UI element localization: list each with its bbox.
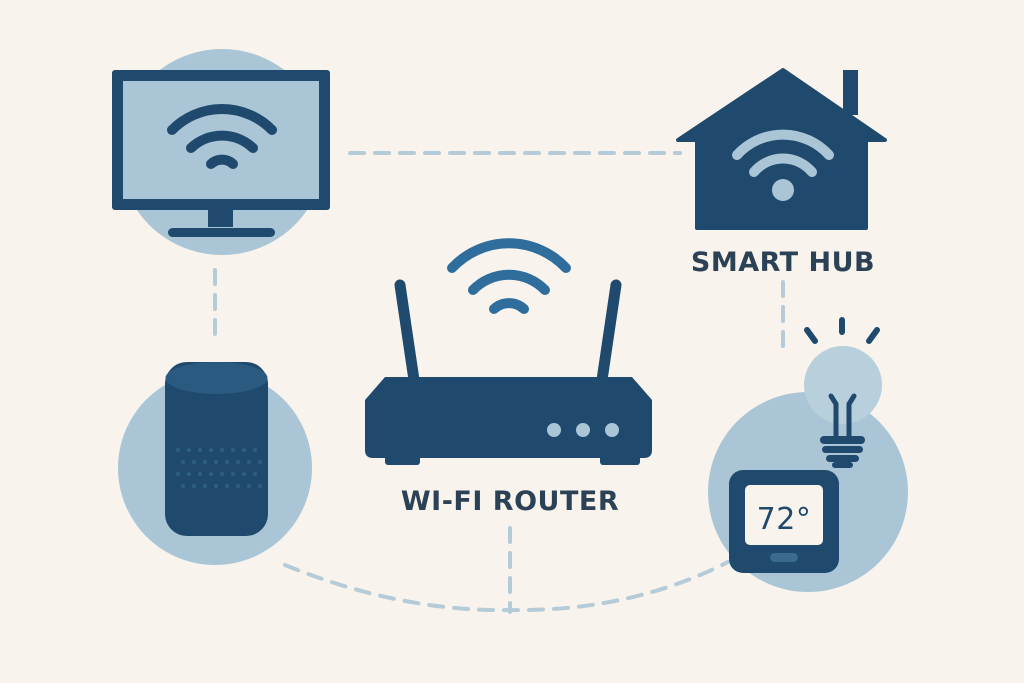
speaker-grille-dot <box>246 483 252 489</box>
smart-hub-node: SMART HUB <box>676 68 887 278</box>
tv-wifi-icon <box>112 70 330 237</box>
house-wifi-icon <box>676 68 887 230</box>
router-node: WI-FI ROUTER <box>365 238 652 517</box>
smart-speaker-icon <box>165 362 268 536</box>
router-wifi-signal-icon <box>447 238 571 314</box>
speaker-grille-dot <box>246 459 252 465</box>
smart-hub-label: SMART HUB <box>691 247 875 278</box>
thermostat-icon: 72° <box>729 470 839 573</box>
connector-speaker-router-devices <box>283 560 730 613</box>
speaker-grille-dot <box>252 471 258 477</box>
thermostat-reading: 72° <box>757 502 812 537</box>
speaker-grille-dot <box>180 459 186 465</box>
speaker-grille-dot <box>257 459 263 465</box>
speaker-grille-dot <box>235 483 241 489</box>
speaker-grille-dot <box>213 483 219 489</box>
speaker-grille-dot <box>235 459 241 465</box>
speaker-grille-dot <box>197 447 203 453</box>
speaker-grille-dot <box>175 447 181 453</box>
speaker-grille-dot <box>219 447 225 453</box>
connectors <box>213 151 785 614</box>
speaker-grille-dot <box>208 471 214 477</box>
speaker-grille-dot <box>202 459 208 465</box>
router-led <box>547 423 561 437</box>
speaker-grille-dot <box>202 483 208 489</box>
speaker-grille-dot <box>241 447 247 453</box>
speaker-grille-dot <box>191 459 197 465</box>
router-icon <box>365 279 652 465</box>
speaker-grille-dot <box>230 447 236 453</box>
router-led <box>576 423 590 437</box>
speaker-grille-dot <box>213 459 219 465</box>
speaker-grille-dot <box>252 447 258 453</box>
tv-node <box>112 49 330 255</box>
speaker-grille-dot <box>224 483 230 489</box>
router-label: WI-FI ROUTER <box>401 486 619 517</box>
speaker-grille-dot <box>186 471 192 477</box>
speaker-grille-dot <box>224 459 230 465</box>
speaker-grille-dot <box>257 483 263 489</box>
router-led <box>605 423 619 437</box>
smart-devices-node: 72° <box>708 317 908 592</box>
speaker-grille-dot <box>230 471 236 477</box>
light-bulb-icon <box>804 317 882 468</box>
speaker-grille-dot <box>180 483 186 489</box>
speaker-grille-dot <box>186 447 192 453</box>
speaker-grille-dot <box>241 471 247 477</box>
speaker-grille-dot <box>197 471 203 477</box>
speaker-grille-dot <box>191 483 197 489</box>
speaker-grille-dot <box>175 471 181 477</box>
speaker-grille-dot <box>208 447 214 453</box>
speaker-node <box>118 362 312 565</box>
speaker-grille-dot <box>219 471 225 477</box>
